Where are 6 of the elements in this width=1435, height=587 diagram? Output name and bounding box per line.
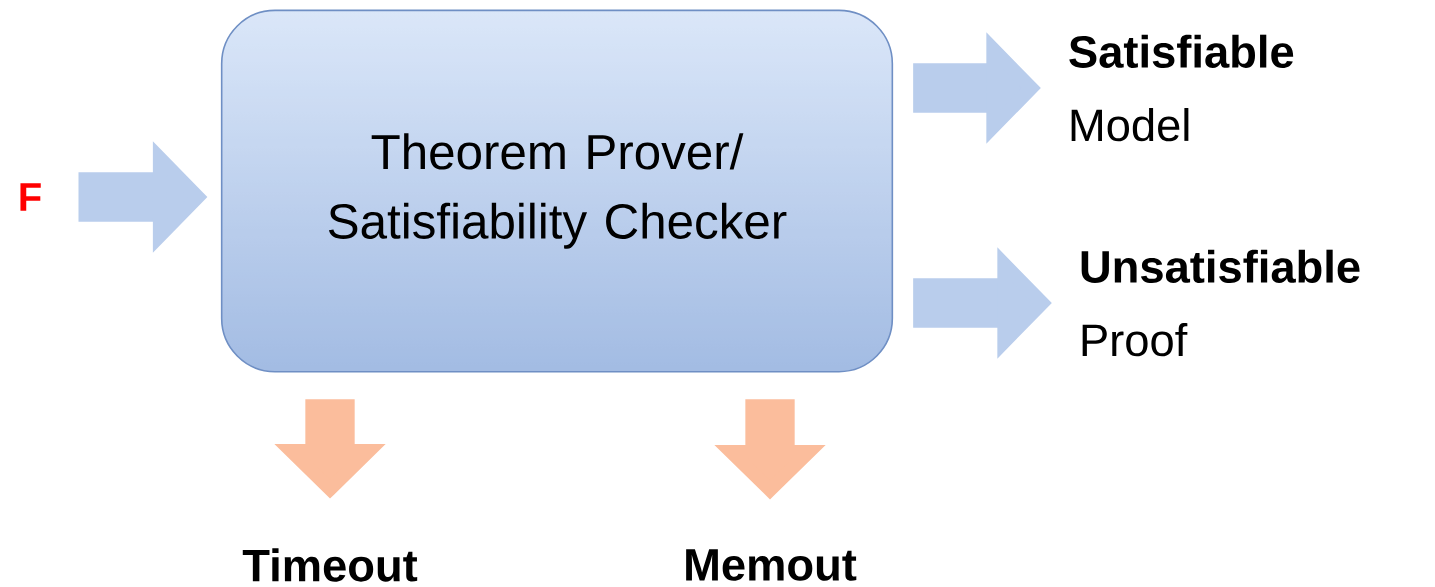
process-box: Theorem Prover/ Satisfiability Checker <box>220 9 894 373</box>
result-label: Timeout <box>242 548 418 582</box>
input-label: F <box>20 183 41 211</box>
result-label: Satisfiable Model <box>1069 34 1294 142</box>
result-label: Memout <box>686 549 857 581</box>
result-label: Unsatisfiable Proof <box>1081 249 1360 357</box>
